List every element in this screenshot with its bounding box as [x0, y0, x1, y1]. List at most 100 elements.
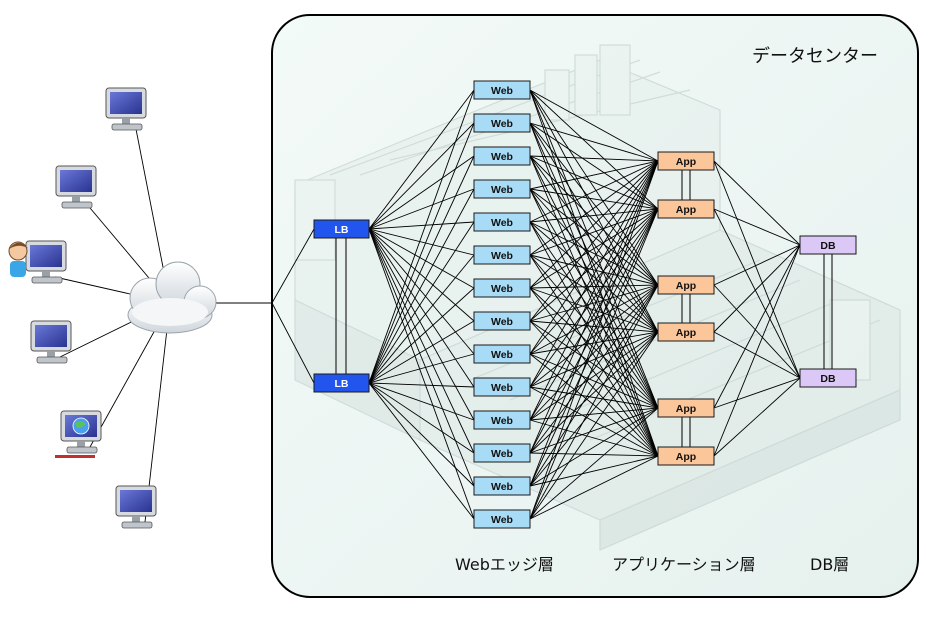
web-node-label: Web: [491, 349, 513, 361]
web-to-app-link: [529, 407, 659, 520]
web-to-app-link: [529, 284, 659, 520]
web-to-app-link: [529, 419, 659, 457]
datacenter-to-lb-link: [271, 302, 315, 384]
web-node-label: Web: [491, 448, 513, 460]
web-to-app-link: [529, 122, 659, 210]
web-node-label: Web: [491, 151, 513, 163]
globe-monitor-icon: [55, 410, 102, 458]
lb-to-web-link: [368, 228, 475, 388]
web-node-label: Web: [491, 118, 513, 130]
app-node-label: App: [676, 451, 696, 463]
web-node-label: Web: [491, 481, 513, 493]
web-to-app-link: [529, 208, 659, 289]
app-to-db-link: [713, 244, 801, 457]
web-node-label: Web: [491, 283, 513, 295]
web-node: Web: [473, 509, 531, 529]
web-to-app-link: [529, 160, 659, 223]
app-node: App: [657, 151, 715, 171]
app-to-db-link: [713, 377, 801, 409]
db-node: DB: [799, 368, 857, 388]
cloud-icon: [127, 261, 217, 334]
app-to-db-link: [713, 244, 801, 286]
app-to-db-link: [713, 160, 801, 379]
lb-node-label: LB: [335, 378, 349, 390]
lb-to-web-link: [368, 122, 475, 230]
app-node: App: [657, 398, 715, 418]
web-to-app-link: [529, 407, 659, 454]
web-node-label: Web: [491, 415, 513, 427]
web-to-app-link: [529, 160, 659, 322]
lb-to-web-link: [368, 122, 475, 384]
web-to-app-link: [529, 452, 659, 457]
web-node: Web: [473, 113, 531, 133]
lb-to-web-link: [368, 287, 475, 384]
web-to-app-link: [529, 407, 659, 487]
web-to-app-link: [529, 160, 659, 190]
lb-to-web-link: [368, 382, 475, 487]
app-node-label: App: [676, 327, 696, 339]
web-node: Web: [473, 344, 531, 364]
web-to-app-link: [529, 320, 659, 333]
server-nodes: LBLBWebWebWebWebWebWebWebWebWebWebWebWeb…: [313, 80, 857, 529]
web-to-app-link: [529, 284, 659, 322]
web-to-app-link: [529, 208, 659, 223]
web-to-app-link: [529, 208, 659, 355]
lb-to-web-link: [368, 89, 475, 384]
lb-to-web-link: [368, 228, 475, 421]
desktop-computer-icon: [105, 87, 147, 131]
app-node-label: App: [676, 156, 696, 168]
lb-to-web-link: [368, 228, 475, 454]
datacenter-to-lb-link: [271, 228, 315, 304]
web-node: Web: [473, 212, 531, 232]
db-node: DB: [799, 235, 857, 255]
web-node-label: Web: [491, 250, 513, 262]
web-node: Web: [473, 377, 531, 397]
web-to-app-link: [529, 208, 659, 454]
app-to-db-link: [713, 284, 801, 379]
lb-node-label: LB: [335, 224, 349, 236]
web-to-app-link: [529, 160, 659, 388]
web-node-label: Web: [491, 217, 513, 229]
web-to-app-link: [529, 284, 659, 355]
web-to-app-link: [529, 407, 659, 421]
web-node: Web: [473, 179, 531, 199]
lb-to-web-link: [368, 382, 475, 421]
app-to-db-link: [713, 160, 801, 246]
lb-to-web-link: [368, 382, 475, 520]
web-to-app-link: [529, 188, 659, 333]
lb-to-web-link: [368, 228, 475, 256]
web-to-app-link: [529, 208, 659, 388]
lb-to-web-link: [368, 353, 475, 384]
web-to-app-link: [529, 160, 659, 289]
lb-to-web-link: [368, 221, 475, 230]
web-to-app-link: [529, 455, 659, 487]
app-to-db-link: [713, 244, 801, 409]
db-node-label: DB: [820, 240, 836, 252]
web-to-app-link: [529, 208, 659, 520]
app-node-label: App: [676, 403, 696, 415]
web-to-app-link: [529, 386, 659, 457]
web-to-app-link: [529, 89, 659, 162]
web-to-app-link: [529, 455, 659, 520]
web-to-app-link: [529, 208, 659, 487]
app-node-label: App: [676, 280, 696, 292]
web-to-app-link: [529, 188, 659, 286]
web-to-app-link: [529, 122, 659, 333]
web-node: Web: [473, 245, 531, 265]
layer-label-db: DB層: [810, 555, 849, 574]
web-to-app-link: [529, 188, 659, 210]
web-node-label: Web: [491, 382, 513, 394]
web-node: Web: [473, 311, 531, 331]
web-to-app-link: [529, 208, 659, 421]
lb-to-web-link: [368, 155, 475, 384]
web-to-app-link: [529, 122, 659, 162]
web-to-app-link: [529, 160, 659, 355]
connection-lines: [54, 89, 833, 523]
db-node-label: DB: [820, 373, 836, 385]
web-to-app-link: [529, 160, 659, 487]
web-to-app-link: [529, 284, 659, 421]
web-to-app-link: [529, 353, 659, 457]
web-to-app-link: [529, 160, 659, 520]
app-node: App: [657, 322, 715, 342]
